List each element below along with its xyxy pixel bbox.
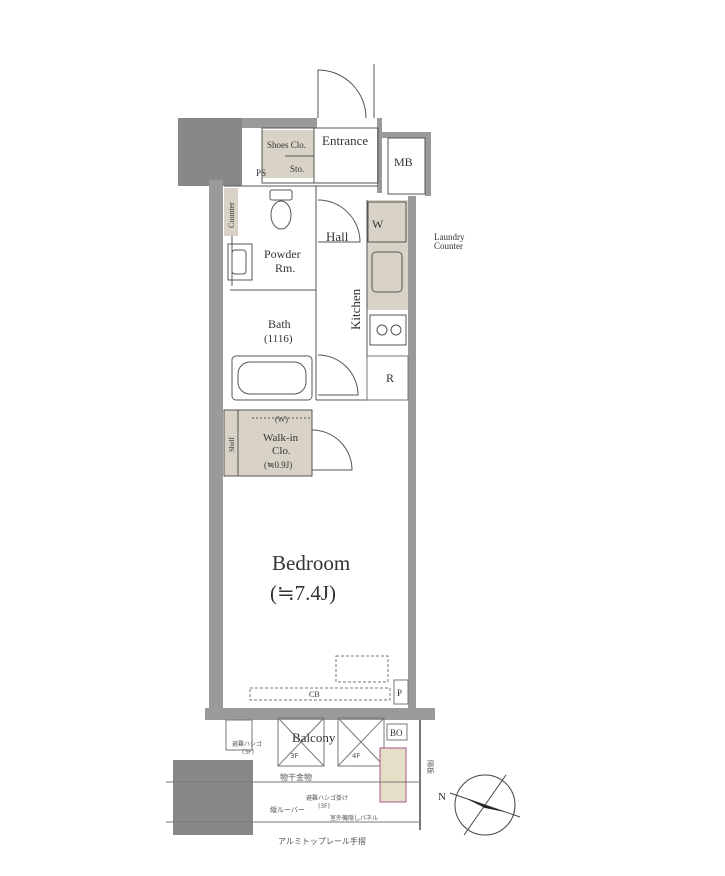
wall-right: [408, 196, 416, 710]
laundry-hanger-label: 物干金物: [280, 772, 312, 782]
washer-label: W: [372, 217, 384, 231]
wall-top-right: [377, 118, 382, 193]
stove-icon: [369, 314, 407, 346]
bedroom-label: Bedroom: [272, 551, 350, 575]
sink-icon: [371, 251, 403, 293]
column-top: [178, 118, 242, 186]
balcony-details: [166, 355, 421, 830]
storage-label: Sto.: [290, 164, 304, 174]
shelf-label: Shelf: [228, 437, 236, 452]
outdoor-unit: [379, 747, 407, 803]
ladder-box: [225, 719, 253, 751]
labels: Shoes Clo. Sto. PS Entrance MB Counter H…: [227, 133, 465, 846]
wall-mb: [378, 132, 430, 138]
wall-left: [209, 180, 223, 710]
walkin-w-label: (W): [275, 415, 288, 424]
window-frame: [249, 687, 391, 701]
powder-room-label-2: Rm.: [275, 261, 295, 275]
bedroom-size-label: (≒7.4J): [270, 581, 336, 605]
walkin-label-3: (≒0.9J): [264, 460, 292, 470]
kitchen-label: Kitchen: [348, 288, 363, 330]
p-label: P: [397, 688, 402, 698]
laundry-counter-label-1: Laundry: [434, 232, 465, 242]
column-bottom: [173, 760, 253, 835]
mb-outline: [387, 137, 426, 195]
ladder-hook-label-2: (3F): [318, 803, 330, 810]
ladder-left-label-2: (3F): [242, 749, 254, 756]
bath-label-1: Bath: [268, 317, 291, 331]
ladder-left-label-1: 避難ハシゴ: [232, 740, 262, 748]
door-swing-icon: [311, 429, 353, 471]
wall-mb-right: [425, 132, 431, 196]
kitchen-r-box: [366, 355, 409, 401]
ladder-hook-label-1: 避難ハシゴ掛け: [306, 794, 348, 802]
washer-outline: [367, 201, 407, 243]
bath-label-2: (1116): [264, 333, 293, 345]
compass-icon: N: [438, 774, 521, 836]
bedroom-box-dashed: [335, 655, 389, 683]
bathtub-icon: [231, 355, 313, 401]
walls: [205, 118, 435, 720]
walkin-label-2: Clo.: [272, 445, 291, 457]
hatch-3f: [277, 717, 325, 767]
hatch-4f-label: 4F: [352, 752, 360, 760]
bo-box: [386, 723, 408, 741]
r-label: R: [386, 371, 394, 385]
walkin-closet-fill: [224, 410, 312, 476]
shoe-closet-label: Shoes Clo.: [267, 140, 306, 150]
mb-label: MB: [394, 155, 413, 169]
sink-icon: [227, 243, 253, 281]
door-swing-icon: [317, 354, 359, 396]
louver-label: 縦ルーバー: [270, 805, 305, 814]
fixtures: [227, 189, 407, 401]
hall-label: Hall: [326, 229, 349, 244]
entrance-outline: [261, 127, 379, 184]
ps-label: PS: [256, 168, 266, 178]
svg-text:N: N: [438, 791, 446, 803]
toilet-icon: [269, 189, 293, 230]
counter-label: Counter: [227, 202, 236, 228]
partition-label: 隔板: [426, 760, 435, 774]
balcony-label: Balcony: [292, 730, 336, 745]
door-swing-icon: [317, 69, 367, 119]
hatch-4f: [337, 717, 385, 767]
walkin-outline: [223, 409, 313, 477]
shoe-closet-fill: [262, 130, 314, 178]
laundry-counter-label-2: Counter: [434, 241, 463, 251]
outdoor-panel-label: 室外機隠しパネル: [330, 814, 378, 822]
powder-room-label-1: Powder: [264, 247, 301, 261]
hatch-3f-label: 3F: [290, 752, 298, 760]
counter-fill: [224, 188, 238, 236]
p-box: [393, 679, 409, 705]
entrance-label: Entrance: [322, 133, 368, 148]
handrail-label: アルミトップレール手摺: [278, 836, 366, 846]
cb-label: CB: [309, 690, 320, 699]
wall-top-left: [242, 118, 317, 128]
door-swing-icon: [317, 199, 361, 243]
bo-label: BO: [390, 728, 403, 738]
walkin-label-1: Walk-in: [263, 432, 299, 444]
wall-balcony: [205, 708, 435, 720]
